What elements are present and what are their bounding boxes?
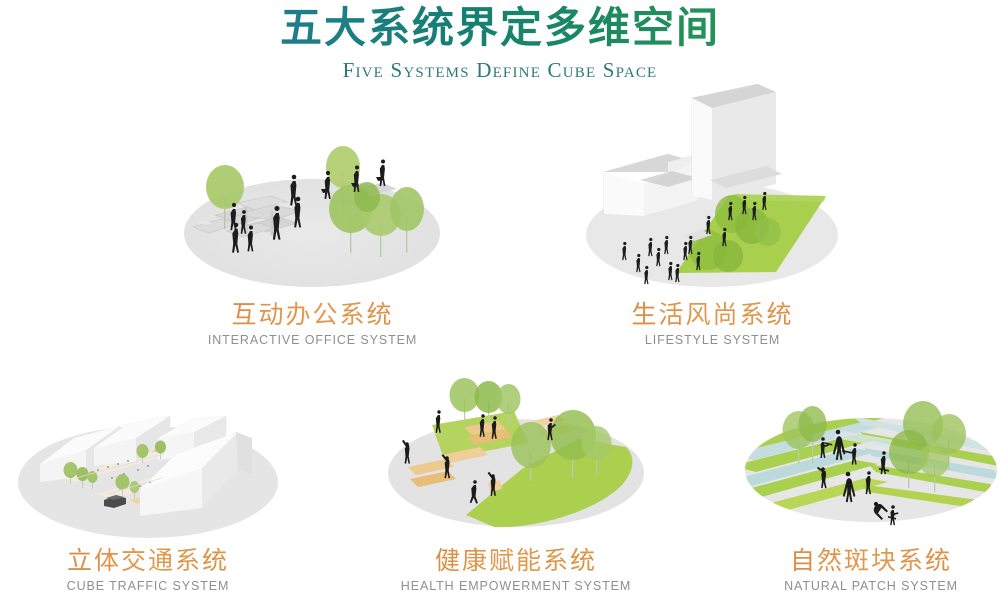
caption-health-empowerment: 健康赋能系统 HEALTH EMPOWERMENT SYSTEM — [382, 546, 650, 594]
caption-en-interactive-office: INTERACTIVE OFFICE SYSTEM — [207, 333, 418, 347]
podium-building — [603, 153, 699, 217]
caption-en-cube-traffic: CUBE TRAFFIC SYSTEM — [66, 579, 230, 593]
lawn-trees — [689, 195, 781, 272]
caption-cn-health-empowerment: 健康赋能系统 — [382, 546, 650, 576]
caption-cn-natural-patch: 自然斑块系统 — [742, 546, 1000, 576]
panel-health-empowerment[interactable] — [382, 378, 650, 543]
caption-cube-traffic: 立体交通系统 CUBE TRAFFIC SYSTEM — [12, 546, 284, 594]
page-title: 五大系统界定多维空间 — [0, 0, 1000, 52]
buildings-right — [139, 415, 252, 517]
caption-natural-patch: 自然斑块系统 NATURAL PATCH SYSTEM — [742, 546, 1000, 594]
podium-roof — [710, 166, 782, 188]
caption-interactive-office: 互动办公系统 INTERACTIVE OFFICE SYSTEM — [175, 300, 450, 348]
panel-lifestyle[interactable] — [580, 80, 845, 295]
people-silhouettes — [402, 410, 556, 504]
illustration-cube-traffic — [12, 408, 284, 548]
panel-cube-traffic[interactable] — [12, 408, 284, 548]
lifestyle-scene-svg — [586, 83, 838, 287]
people-silhouettes — [817, 429, 899, 526]
illustration-lifestyle — [580, 80, 845, 295]
illustration-interactive-office — [175, 145, 450, 295]
caption-cn-lifestyle: 生活风尚系统 — [580, 300, 845, 330]
timber-decks — [408, 415, 572, 492]
header: 五大系统界定多维空间 Five Systems Define Cube Spac… — [0, 0, 1000, 92]
office-scene-svg — [184, 146, 440, 287]
pod-accents — [199, 203, 288, 225]
page-subtitle: Five Systems Define Cube Space — [342, 58, 658, 82]
trees — [449, 378, 612, 481]
illustration-natural-patch — [742, 390, 1000, 542]
patch-scene-svg — [745, 401, 997, 526]
caption-lifestyle: 生活风尚系统 LIFESTYLE SYSTEM — [580, 300, 845, 348]
tree-group-right — [329, 182, 424, 257]
panel-natural-patch[interactable] — [742, 390, 1000, 542]
traffic-scene-svg — [18, 415, 278, 538]
illustration-health-empowerment — [382, 378, 650, 543]
caption-cn-cube-traffic: 立体交通系统 — [12, 546, 284, 576]
people-silhouettes — [230, 159, 386, 253]
caption-en-lifestyle: LIFESTYLE SYSTEM — [644, 333, 781, 347]
panel-interactive-office[interactable] — [175, 145, 450, 295]
street-trees — [63, 440, 166, 499]
crowd-silhouettes — [622, 191, 767, 285]
caption-cn-interactive-office: 互动办公系统 — [175, 300, 450, 330]
caption-en-health-empowerment: HEALTH EMPOWERMENT SYSTEM — [400, 579, 632, 593]
health-scene-svg — [388, 378, 644, 528]
caption-en-natural-patch: NATURAL PATCH SYSTEM — [784, 579, 958, 593]
street-markings — [75, 453, 165, 495]
trees — [782, 401, 966, 492]
pedestrian-dots — [97, 460, 151, 487]
buildings-back — [39, 415, 171, 483]
car — [104, 495, 126, 508]
